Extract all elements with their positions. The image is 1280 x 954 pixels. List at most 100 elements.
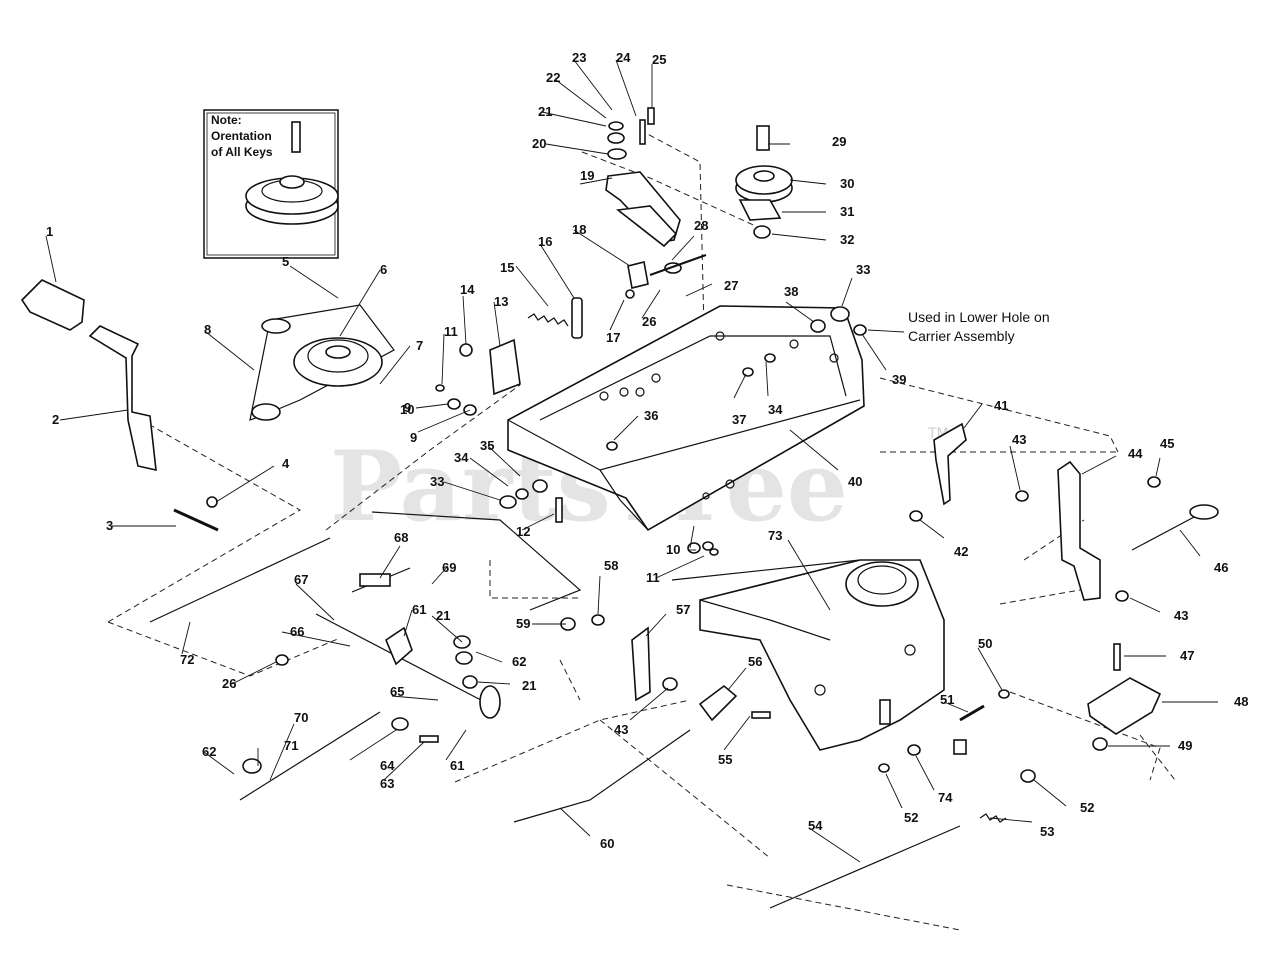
callout-71: 71: [284, 738, 298, 753]
callout-65: 65: [390, 684, 404, 699]
callout-42: 42: [954, 544, 968, 559]
callout-38: 38: [784, 284, 798, 299]
callout-62: 62: [202, 744, 216, 759]
callout-8: 8: [204, 322, 211, 337]
note-line-1: Orentation: [211, 129, 272, 143]
callout-74: 74: [938, 790, 953, 805]
callout-3: 3: [106, 518, 113, 533]
callout-68: 68: [394, 530, 408, 545]
callout-55: 55: [718, 752, 732, 767]
callout-23: 23: [572, 50, 586, 65]
callout-59: 59: [516, 616, 530, 631]
callout-5: 5: [282, 254, 289, 269]
note-line-2: of All Keys: [211, 145, 273, 159]
callout-6: 6: [380, 262, 387, 277]
callout-11: 11: [646, 570, 660, 585]
callout-34: 34: [768, 402, 783, 417]
callout-10: 10: [400, 402, 414, 417]
callout-61: 61: [412, 602, 426, 617]
callout-70: 70: [294, 710, 308, 725]
callout-labels: 1234567899101011111213141516171819202121…: [46, 50, 1248, 851]
callout-4: 4: [282, 456, 290, 471]
callout-16: 16: [538, 234, 552, 249]
callout-72: 72: [180, 652, 194, 667]
callout-22: 22: [546, 70, 560, 85]
callout-15: 15: [500, 260, 514, 275]
callout-48: 48: [1234, 694, 1248, 709]
note-box: Note: Orentation of All Keys: [203, 109, 339, 259]
mount-plate: [1087, 643, 1162, 751]
callout-62: 62: [512, 654, 526, 669]
callout-67: 67: [294, 572, 308, 587]
callout-54: 54: [808, 818, 823, 833]
belt-pulley-assembly: [249, 304, 395, 421]
callout-27: 27: [724, 278, 738, 293]
callout-46: 46: [1214, 560, 1228, 575]
callout-31: 31: [840, 204, 854, 219]
callout-61: 61: [450, 758, 464, 773]
callout-52: 52: [904, 810, 918, 825]
callout-73: 73: [768, 528, 782, 543]
callout-24: 24: [616, 50, 631, 65]
callout-14: 14: [460, 282, 475, 297]
callout-29: 29: [832, 134, 846, 149]
callout-43: 43: [1174, 608, 1188, 623]
leader-lines: [45, 59, 1218, 863]
callout-25: 25: [652, 52, 666, 67]
right-brackets: [909, 422, 1219, 602]
callout-9: 9: [404, 400, 411, 415]
callout-10: 10: [666, 542, 680, 557]
callout-30: 30: [840, 176, 854, 191]
callout-21: 21: [522, 678, 536, 693]
callout-45: 45: [1160, 436, 1174, 451]
note-title: Note:: [211, 113, 242, 127]
part-lever: [88, 325, 157, 472]
callout-33: 33: [430, 474, 444, 489]
callout-43: 43: [614, 722, 628, 737]
callout-32: 32: [840, 232, 854, 247]
rods: [149, 511, 1036, 909]
callout-21: 21: [538, 104, 552, 119]
callout-47: 47: [1180, 648, 1194, 663]
callout-34: 34: [454, 450, 469, 465]
callout-44: 44: [1128, 446, 1143, 461]
part-knob: [20, 279, 85, 331]
callout-53: 53: [1040, 824, 1054, 839]
callout-1: 1: [46, 224, 53, 239]
callout-20: 20: [532, 136, 546, 151]
callout-64: 64: [380, 758, 395, 773]
callout-60: 60: [600, 836, 614, 851]
callout-11: 11: [444, 324, 458, 339]
callout-57: 57: [676, 602, 690, 617]
callout-52: 52: [1080, 800, 1094, 815]
callout-58: 58: [604, 558, 618, 573]
callout-12: 12: [516, 524, 530, 539]
part-bracket: [489, 338, 521, 396]
callout-21: 21: [436, 608, 450, 623]
idler-pulley: [735, 125, 793, 239]
callout-19: 19: [580, 168, 594, 183]
callout-51: 51: [940, 692, 954, 707]
callout-49: 49: [1178, 738, 1192, 753]
callout-39: 39: [892, 372, 906, 387]
callout-37: 37: [732, 412, 746, 427]
callout-26: 26: [642, 314, 656, 329]
callout-33: 33: [856, 262, 870, 277]
callout-2: 2: [52, 412, 59, 427]
callout-41: 41: [994, 398, 1008, 413]
callout-50: 50: [978, 636, 992, 651]
callout-9: 9: [410, 430, 417, 445]
callout-40: 40: [848, 474, 862, 489]
hardware: [435, 306, 867, 556]
info-line-2: Carrier Assembly: [908, 328, 1015, 344]
callout-35: 35: [480, 438, 494, 453]
callout-69: 69: [442, 560, 456, 575]
callout-26: 26: [222, 676, 236, 691]
callout-18: 18: [572, 222, 586, 237]
callout-7: 7: [416, 338, 423, 353]
callout-28: 28: [694, 218, 708, 233]
carrier-frame: [507, 305, 865, 532]
callout-36: 36: [644, 408, 658, 423]
callout-66: 66: [290, 624, 304, 639]
